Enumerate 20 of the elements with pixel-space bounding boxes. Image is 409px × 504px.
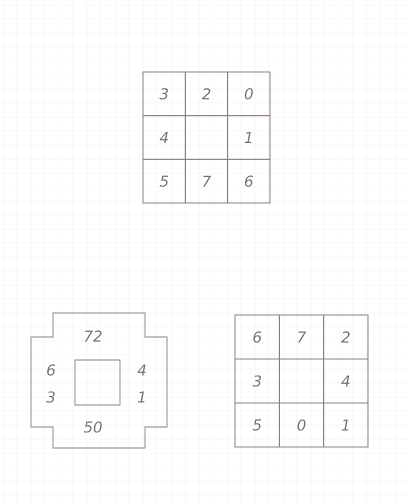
grid-cell: 1: [323, 402, 368, 448]
grid-cell: 7: [184, 158, 228, 204]
grid-cell: 0: [227, 72, 270, 116]
grid-cell: 5: [234, 402, 280, 448]
grid-cell: 1: [227, 115, 270, 160]
grid-cell: 6: [227, 158, 270, 204]
grid-cell: 5: [142, 158, 186, 204]
grid-cell: 6: [234, 314, 280, 360]
grid-cell: 0: [278, 402, 324, 448]
grid-cell: 2: [323, 314, 368, 360]
grid-cell: 4: [323, 358, 368, 404]
empty-cell: [278, 358, 324, 404]
cross-frame: 72 6 3 4 1 50: [30, 312, 168, 448]
grid-cell: 7: [278, 314, 324, 360]
grid-cell: 4: [142, 115, 186, 160]
empty-cell: [184, 115, 228, 160]
grid-cell: 3: [142, 72, 186, 116]
grid-cell: 2: [184, 72, 228, 116]
inner-square: [74, 360, 120, 406]
grid-cell: 3: [234, 358, 280, 404]
